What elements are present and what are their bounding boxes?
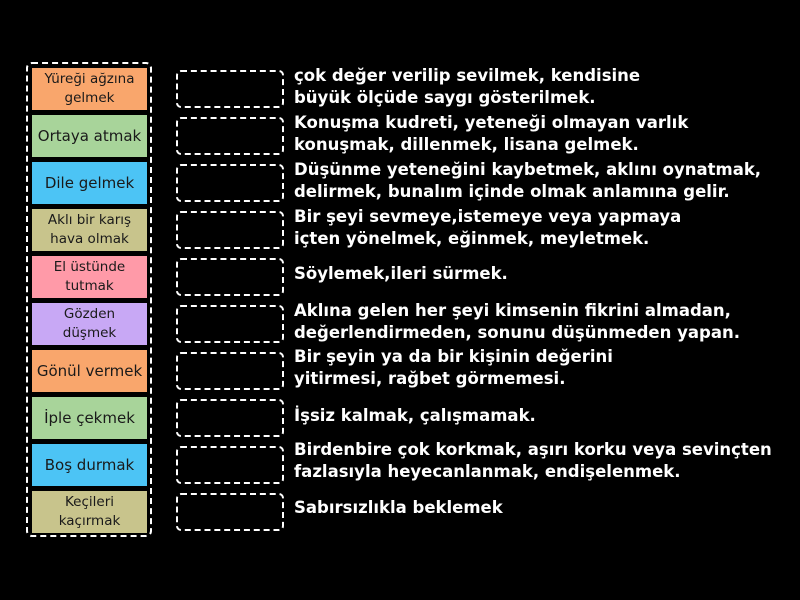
drop-slot-9[interactable] <box>176 446 284 484</box>
definition-10: Sabırsızlıkla beklemek <box>294 498 503 517</box>
tile-akli-bir-karis-hava-olmak[interactable]: Aklı bir karış hava olmak <box>32 209 147 251</box>
drop-slot-5[interactable] <box>176 258 284 296</box>
tile-yuregi-agzina-gelmek[interactable]: Yüreği ağzına gelmek <box>32 68 147 110</box>
tile-el-ustunde-tutmak[interactable]: El üstünde tutmak <box>32 256 147 298</box>
definition-4: Bir şeyi sevmeye,istemeye veya yapmaya i… <box>294 207 682 248</box>
drop-slot-10[interactable] <box>176 493 284 531</box>
drop-slot-1[interactable] <box>176 70 284 108</box>
definition-1: çok değer verilip sevilmek, kendisine bü… <box>294 66 641 107</box>
tile-dile-gelmek[interactable]: Dile gelmek <box>32 162 147 204</box>
tile-keçileri-kacirmak[interactable]: Keçileri kaçırmak <box>32 491 147 533</box>
definition-2: Konuşma kudreti, yeteneği olmayan varlık… <box>294 113 689 154</box>
drop-slot-2[interactable] <box>176 117 284 155</box>
tile-gonul-vermek[interactable]: Gönül vermek <box>32 350 147 392</box>
drop-slot-3[interactable] <box>176 164 284 202</box>
tile-gozden-dusmek[interactable]: Gözden düşmek <box>32 303 147 345</box>
definition-3: Düşünme yeteneğini kaybetmek, aklını oyn… <box>294 160 762 201</box>
drop-slot-7[interactable] <box>176 352 284 390</box>
definition-7: Bir şeyin ya da bir kişinin değerini yit… <box>294 347 613 388</box>
drop-slot-4[interactable] <box>176 211 284 249</box>
answer-pool <box>26 62 152 537</box>
definition-9: Birdenbire çok korkmak, aşırı korku veya… <box>294 440 772 481</box>
definition-5: Söylemek,ileri sürmek. <box>294 264 508 283</box>
definition-8: İşsiz kalmak, çalışmamak. <box>294 406 536 425</box>
drop-slot-8[interactable] <box>176 399 284 437</box>
drop-slot-6[interactable] <box>176 305 284 343</box>
tile-iple-cekmek[interactable]: İple çekmek <box>32 397 147 439</box>
tile-ortaya-atmak[interactable]: Ortaya atmak <box>32 115 147 157</box>
tile-bos-durmak[interactable]: Boş durmak <box>32 444 147 486</box>
definition-6: Aklına gelen her şeyi kimsenin fikrini a… <box>294 301 740 342</box>
